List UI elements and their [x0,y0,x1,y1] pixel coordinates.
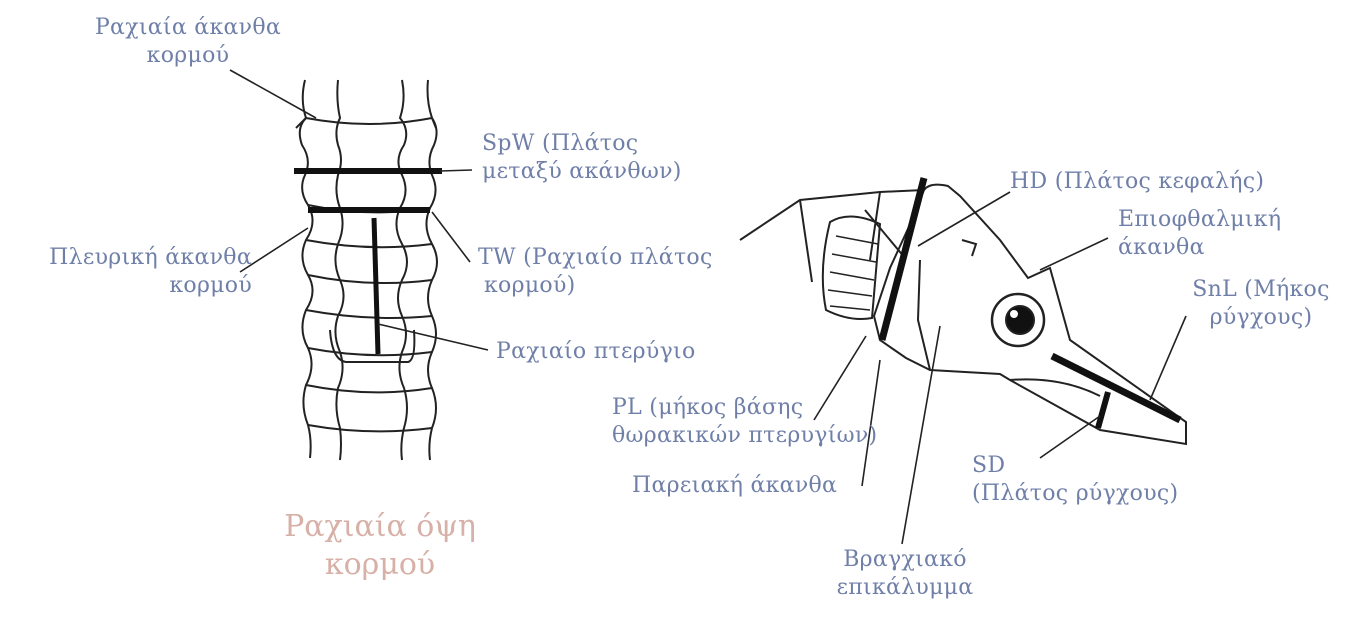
label-lateral-spine: Πλευρική άκανθα κορμού [2,244,252,300]
sd-measure-bar [1098,392,1108,428]
label-pl: PL (μήκος βάσης θωρακικών πτερυγίων) [612,394,877,450]
dorsal-fin-bar [374,218,378,354]
label-sd: SD (Πλάτος ρύγχους) [972,452,1178,508]
label-dorsal-fin: Ραχιαίο πτερύγιο [496,338,696,366]
label-gill-cover: Βραγχιακό επικάλυμμα [810,546,1000,602]
label-cheek-spine: Παρειακή άκανθα [632,472,837,500]
label-tw: TW (Ραχιαίο πλάτος κορμού) [478,244,713,300]
label-hd: HD (Πλάτος κεφαλής) [1010,168,1264,196]
label-snl: SnL (Μήκος ρύγχους) [1186,276,1336,332]
snl-measure-bar [1052,356,1180,420]
label-supraorbital-spine: Επιοφθαλμική άκανθα [1118,206,1281,262]
label-dorsal-spine: Ραχιαία άκανθα κορμού [78,14,298,70]
trunk-dorsal-drawing [296,80,437,460]
view-title-dorsal: Ραχιαία όψη κορμού [262,508,498,584]
label-spw: SpW (Πλάτος μεταξύ ακάνθων) [482,130,682,186]
